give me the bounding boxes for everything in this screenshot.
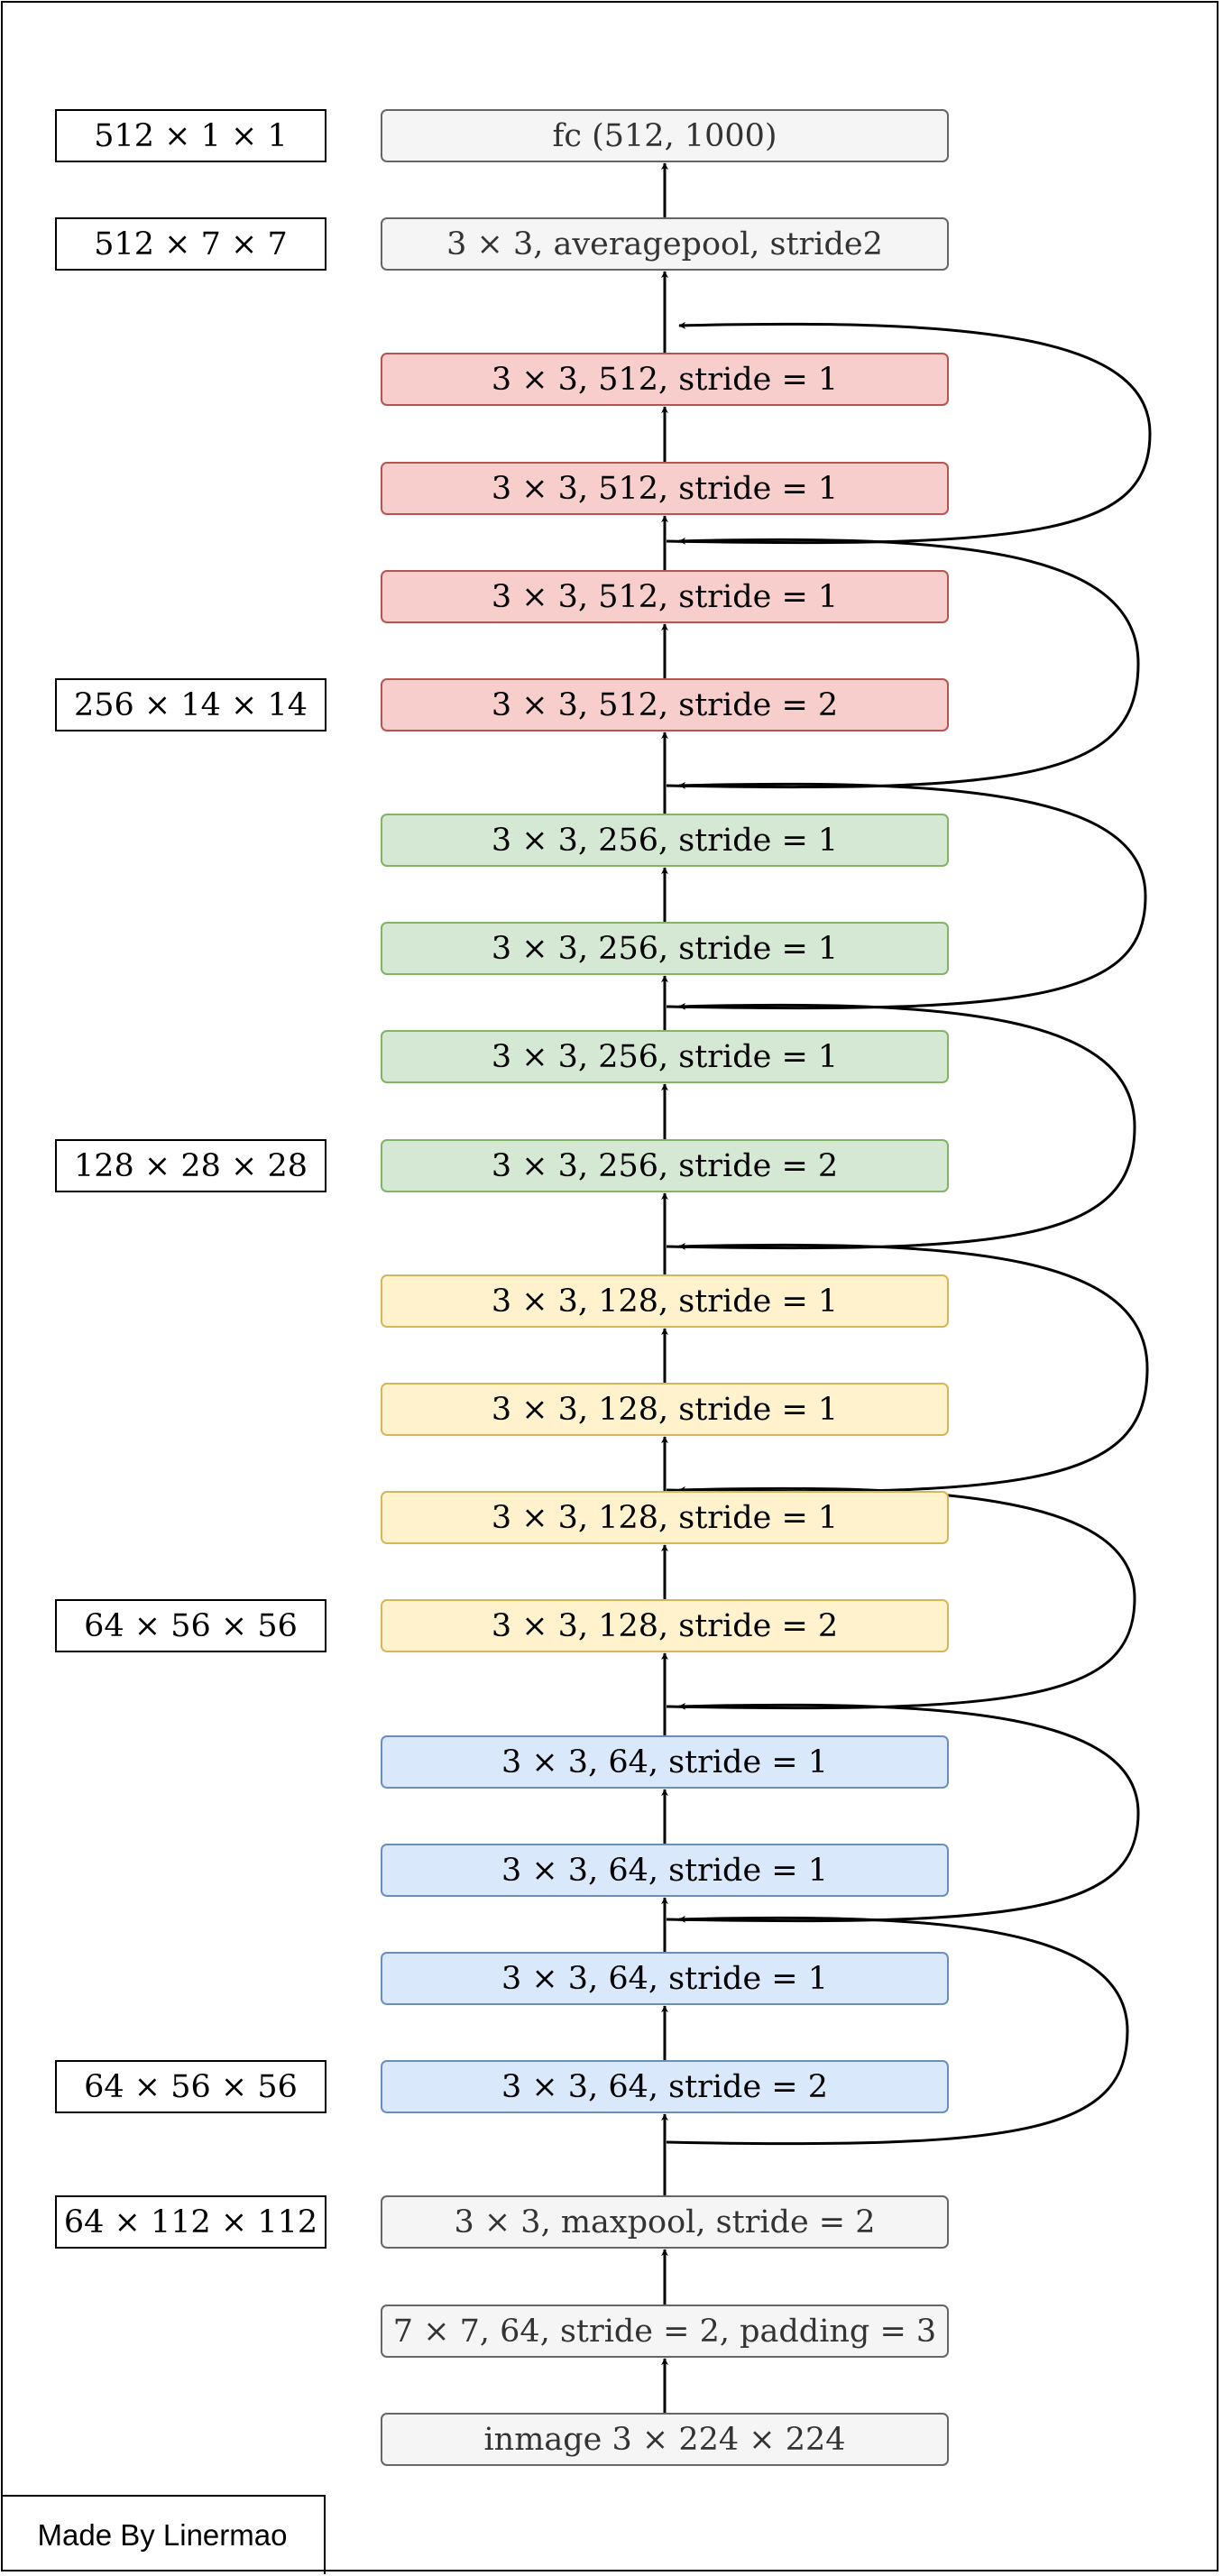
layer-conv64-4: 3 × 3, 64, stride = 1 xyxy=(381,1735,949,1789)
dim-label-conv64: 64 × 56 × 56 xyxy=(55,2060,326,2113)
layer-input: inmage 3 × 224 × 224 xyxy=(381,2413,949,2466)
layer-conv256-2: 3 × 3, 256, stride = 1 xyxy=(381,1030,949,1083)
layer-conv512-3: 3 × 3, 512, stride = 1 xyxy=(381,462,949,515)
layer-conv128-2: 3 × 3, 128, stride = 1 xyxy=(381,1491,949,1544)
layer-conv7x7: 7 × 7, 64, stride = 2, padding = 3 xyxy=(381,2305,949,2358)
layer-avgpool: 3 × 3, averagepool, stride2 xyxy=(381,217,949,271)
layer-conv256-1: 3 × 3, 256, stride = 2 xyxy=(381,1139,949,1192)
layer-conv64-2: 3 × 3, 64, stride = 1 xyxy=(381,1952,949,2005)
layer-conv256-4: 3 × 3, 256, stride = 1 xyxy=(381,814,949,867)
credit-label: Made By Linermao xyxy=(1,2495,326,2574)
layer-conv128-3: 3 × 3, 128, stride = 1 xyxy=(381,1383,949,1436)
layer-fc: fc (512, 1000) xyxy=(381,109,949,162)
layer-conv128-4: 3 × 3, 128, stride = 1 xyxy=(381,1274,949,1328)
dim-label-fc: 512 × 1 × 1 xyxy=(55,109,326,162)
skip-connection-arrow xyxy=(666,537,1140,789)
dim-label-conv128: 64 × 56 × 56 xyxy=(55,1599,326,1652)
layer-conv128-1: 3 × 3, 128, stride = 2 xyxy=(381,1599,949,1652)
skip-connection-arrow xyxy=(666,781,1147,1010)
layer-conv64-3: 3 × 3, 64, stride = 1 xyxy=(381,1844,949,1897)
skip-connection-arrow xyxy=(666,1002,1136,1250)
dim-label-maxpool: 64 × 112 × 112 xyxy=(55,2195,326,2249)
skip-connection-arrow xyxy=(666,321,1152,545)
layer-conv64-1: 3 × 3, 64, stride = 2 xyxy=(381,2060,949,2113)
skip-connection-arrow xyxy=(666,1242,1149,1494)
layer-conv256-3: 3 × 3, 256, stride = 1 xyxy=(381,922,949,975)
dim-label-avgpool: 512 × 7 × 7 xyxy=(55,217,326,271)
skip-connections xyxy=(666,321,1152,2146)
dim-label-conv512: 256 × 14 × 14 xyxy=(55,678,326,731)
layer-conv512-4: 3 × 3, 512, stride = 1 xyxy=(381,353,949,406)
dim-label-conv256: 128 × 28 × 28 xyxy=(55,1139,326,1192)
skip-connection-arrow xyxy=(666,1702,1140,1923)
layer-maxpool: 3 × 3, maxpool, stride = 2 xyxy=(381,2195,949,2249)
layer-conv512-1: 3 × 3, 512, stride = 2 xyxy=(381,678,949,731)
layer-conv512-2: 3 × 3, 512, stride = 1 xyxy=(381,570,949,623)
skip-connection-arrow xyxy=(666,1915,1129,2146)
